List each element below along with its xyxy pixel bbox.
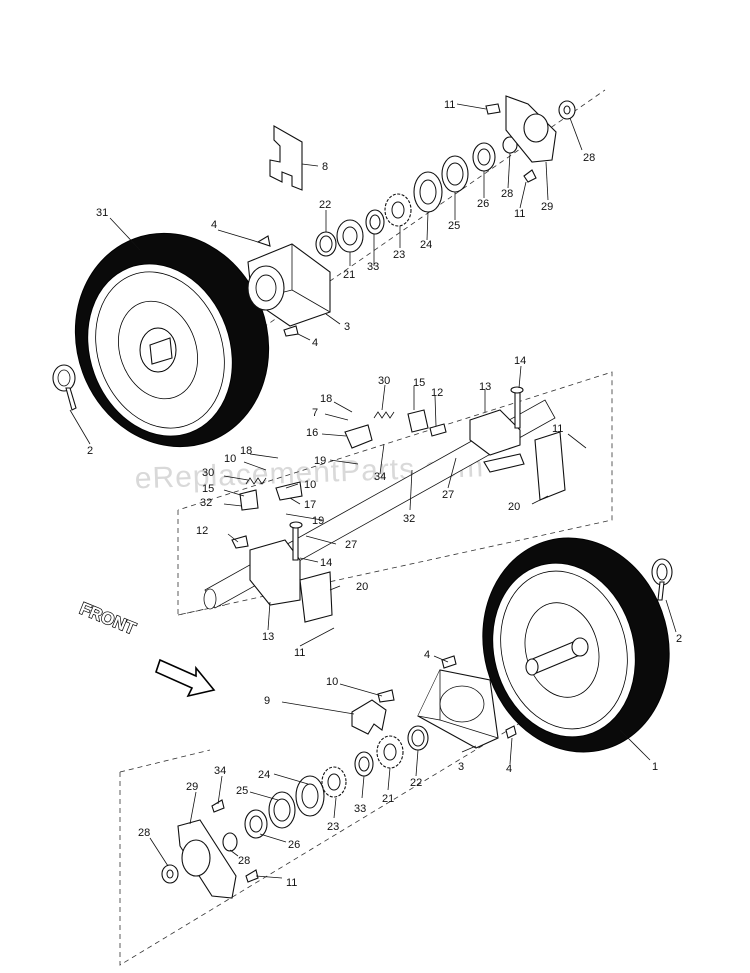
callout-label: 30 bbox=[378, 375, 390, 387]
callout-label: 19 bbox=[312, 515, 324, 527]
callout-label: 2 bbox=[87, 445, 93, 457]
callout-label: 13 bbox=[479, 381, 491, 393]
callout-label: 28 bbox=[583, 152, 595, 164]
callout-label: 1 bbox=[652, 761, 658, 773]
lower-leaders bbox=[149, 599, 677, 879]
callout-label: 27 bbox=[345, 539, 357, 551]
callout-label: 10 bbox=[326, 676, 338, 688]
bracket-13-left bbox=[249, 539, 301, 606]
middle-callout-labels: 30 18 7 16 15 12 13 14 11 18 10 30 15 32… bbox=[196, 355, 563, 659]
front-direction-arrow: FRONT bbox=[76, 598, 216, 698]
callout-label: 20 bbox=[356, 581, 368, 593]
callout-label: 31 bbox=[96, 207, 108, 219]
callout-label: 17 bbox=[304, 499, 316, 511]
bracket-20-right bbox=[534, 431, 566, 501]
upper-drive-parts bbox=[256, 95, 576, 337]
hitch-pin-upper bbox=[52, 364, 77, 411]
callout-label: 34 bbox=[374, 471, 386, 483]
callout-label: 33 bbox=[354, 803, 366, 815]
pin-14-right bbox=[514, 389, 521, 429]
callout-label: 28 bbox=[501, 188, 513, 200]
callout-label: 21 bbox=[343, 269, 355, 281]
callout-label: 11 bbox=[552, 423, 563, 435]
callout-label: 11 bbox=[286, 877, 297, 889]
callout-label: 26 bbox=[288, 839, 300, 851]
callout-label: 20 bbox=[508, 501, 520, 513]
callout-label: 27 bbox=[442, 489, 454, 501]
callout-label: 12 bbox=[196, 525, 208, 537]
callout-label: 21 bbox=[382, 793, 394, 805]
upper-leaders bbox=[69, 103, 583, 445]
callout-label: 25 bbox=[236, 785, 248, 797]
callout-label: 18 bbox=[320, 393, 332, 405]
callout-label: 10 bbox=[304, 479, 316, 491]
callout-label: 23 bbox=[327, 821, 339, 833]
callout-label: 22 bbox=[410, 777, 422, 789]
callout-label: 25 bbox=[448, 220, 460, 232]
callout-label: 33 bbox=[367, 261, 379, 273]
callout-label: 32 bbox=[403, 513, 415, 525]
lower-callout-labels: 4 2 10 9 1 34 29 24 25 23 33 21 22 3 4 2… bbox=[138, 633, 682, 889]
gear-housing-lower bbox=[417, 655, 517, 749]
lower-drive-parts bbox=[161, 725, 429, 899]
callout-label: 11 bbox=[444, 99, 455, 111]
gear-housing-upper bbox=[247, 243, 331, 327]
callout-label: 10 bbox=[224, 453, 236, 465]
spring-30-lower bbox=[245, 477, 267, 485]
callout-label: 3 bbox=[458, 761, 464, 773]
callout-label: 14 bbox=[320, 557, 332, 569]
callout-label: 13 bbox=[262, 631, 274, 643]
bracket-20-left bbox=[299, 571, 333, 623]
callout-label: 29 bbox=[186, 781, 198, 793]
callout-label: 15 bbox=[202, 483, 214, 495]
callout-label: 11 bbox=[294, 647, 305, 659]
middle-assembly: 30 18 7 16 15 12 13 14 11 18 10 30 15 32… bbox=[177, 355, 613, 659]
callout-label: 12 bbox=[431, 387, 443, 399]
bracket-8 bbox=[269, 125, 303, 191]
wheel-tire-right bbox=[482, 537, 670, 753]
callout-label: 28 bbox=[138, 827, 150, 839]
callout-label: 4 bbox=[506, 763, 512, 775]
callout-label: 15 bbox=[413, 377, 425, 389]
wheel-tire-left bbox=[74, 232, 270, 448]
upper-assembly: 11 8 28 22 31 4 21 33 23 24 25 26 28 11 … bbox=[52, 89, 606, 457]
callout-label: 32 bbox=[200, 497, 212, 509]
callout-label: 24 bbox=[258, 769, 270, 781]
callout-label: 14 bbox=[514, 355, 526, 367]
upper-callout-labels: 11 8 28 22 31 4 21 33 23 24 25 26 28 11 … bbox=[87, 99, 595, 457]
callout-label: 29 bbox=[541, 201, 553, 213]
callout-label: 23 bbox=[393, 249, 405, 261]
spring-30-upper bbox=[373, 411, 395, 419]
pin-14-left bbox=[292, 524, 299, 561]
middle-leaders bbox=[223, 365, 587, 647]
callout-label: 3 bbox=[344, 321, 350, 333]
callout-label: 30 bbox=[202, 467, 214, 479]
callout-label: 9 bbox=[264, 695, 270, 707]
bracket-13-right bbox=[469, 409, 521, 456]
callout-label: 18 bbox=[240, 445, 252, 457]
callout-label: 4 bbox=[211, 219, 217, 231]
callout-label: 4 bbox=[424, 649, 430, 661]
callout-label: 8 bbox=[322, 161, 328, 173]
bracket-9 bbox=[351, 699, 387, 735]
callout-label: 16 bbox=[306, 427, 318, 439]
front-label: FRONT bbox=[77, 599, 139, 639]
callout-label: 24 bbox=[420, 239, 432, 251]
callout-label: 11 bbox=[514, 208, 525, 220]
callout-label: 26 bbox=[477, 198, 489, 210]
callout-label: 4 bbox=[312, 337, 318, 349]
lower-assembly: FRONT 4 2 bbox=[76, 537, 682, 966]
callout-label: 19 bbox=[314, 455, 326, 467]
callout-label: 34 bbox=[214, 765, 226, 777]
callout-label: 2 bbox=[676, 633, 682, 645]
callout-label: 28 bbox=[238, 855, 250, 867]
hitch-pin-lower bbox=[651, 558, 673, 601]
callout-label: 7 bbox=[312, 407, 318, 419]
callout-label: 22 bbox=[319, 199, 331, 211]
